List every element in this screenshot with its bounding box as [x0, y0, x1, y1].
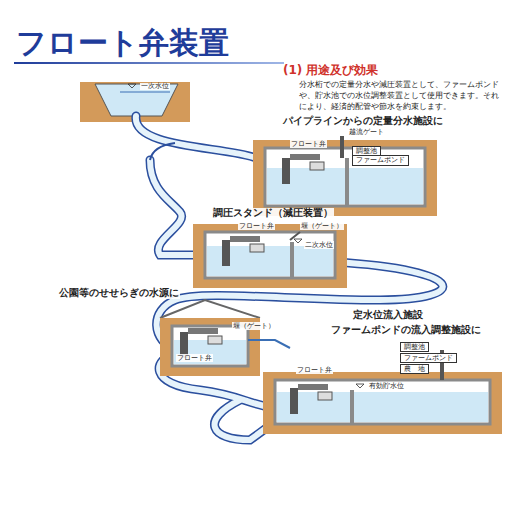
part-label: 越流ゲート: [348, 128, 385, 136]
float: [250, 244, 264, 252]
tag-box: 農 地: [400, 364, 429, 374]
tank-wall: [205, 232, 335, 278]
section-title: 公園等のせせらぎの水源に: [58, 288, 180, 299]
part-label: フロート弁: [238, 222, 275, 230]
water-level-mark: [294, 239, 302, 243]
roof: [160, 300, 260, 318]
part-label: フロート弁: [290, 140, 327, 148]
part-label: 堰（ゲート）: [300, 222, 344, 230]
tag-text: ファームポンド: [356, 156, 405, 164]
water-level-label: 二次水位: [304, 241, 334, 249]
tag-text: 調整池: [404, 343, 425, 351]
reservoir: [95, 84, 178, 116]
tank-wall: [265, 148, 425, 206]
part-label: フロート弁: [296, 366, 333, 374]
water-level-mark: [128, 84, 136, 88]
tank-wall: [172, 326, 248, 366]
part-label: 堰（ゲート）: [232, 322, 276, 330]
float: [208, 336, 222, 344]
ground: [253, 140, 437, 216]
water-level-label: 一次水位: [140, 83, 170, 90]
stream: [248, 340, 290, 348]
tag-box: 調整池: [400, 342, 429, 352]
float: [310, 162, 324, 170]
title-rule: [14, 62, 284, 64]
part-label: フロート弁: [176, 354, 213, 362]
tank-wall: [275, 380, 490, 424]
weir-wall: [350, 390, 354, 424]
water-level-label: 有効貯水位: [368, 382, 405, 390]
water-line: [120, 92, 170, 93]
float-valve-body: [222, 240, 230, 266]
tag-box: ファームポンド: [352, 155, 409, 165]
water: [277, 392, 488, 422]
section-heading: (1) 用途及び効果: [282, 64, 380, 78]
float-arm: [298, 384, 328, 390]
section-title: ファームポンドの流入調整施設に: [330, 325, 482, 336]
ground: [263, 372, 502, 434]
pipe-bend: [150, 143, 175, 160]
ground: [193, 224, 347, 288]
float-arm: [230, 236, 260, 242]
float-arm: [290, 154, 320, 160]
section-title: 定水位流入施設: [352, 310, 424, 321]
section-title: パイプラインからの定量分水施設に: [282, 116, 444, 127]
tag-text: 調整池: [356, 147, 377, 155]
weir-wall: [345, 158, 349, 206]
section-title: 調圧スタンド（減圧装置）: [212, 208, 334, 219]
water-level-mark: [356, 384, 364, 388]
weir-wall: [290, 242, 294, 278]
overflow-gate: [340, 136, 344, 158]
scene: [80, 82, 502, 440]
title: フロート弁装置: [16, 26, 229, 61]
float-arm: [188, 328, 218, 334]
float-valve-body: [282, 158, 290, 184]
tag-text: 農 地: [404, 365, 425, 373]
tag-box: ファームポンド: [400, 353, 457, 363]
description: 分水桁での定量分水や減圧装置として、ファームポンドや、貯水池での水位調整装置とし…: [298, 80, 500, 112]
tag-text: ファームポンド: [404, 354, 453, 362]
float: [318, 392, 332, 400]
float-valve-body: [290, 388, 298, 414]
